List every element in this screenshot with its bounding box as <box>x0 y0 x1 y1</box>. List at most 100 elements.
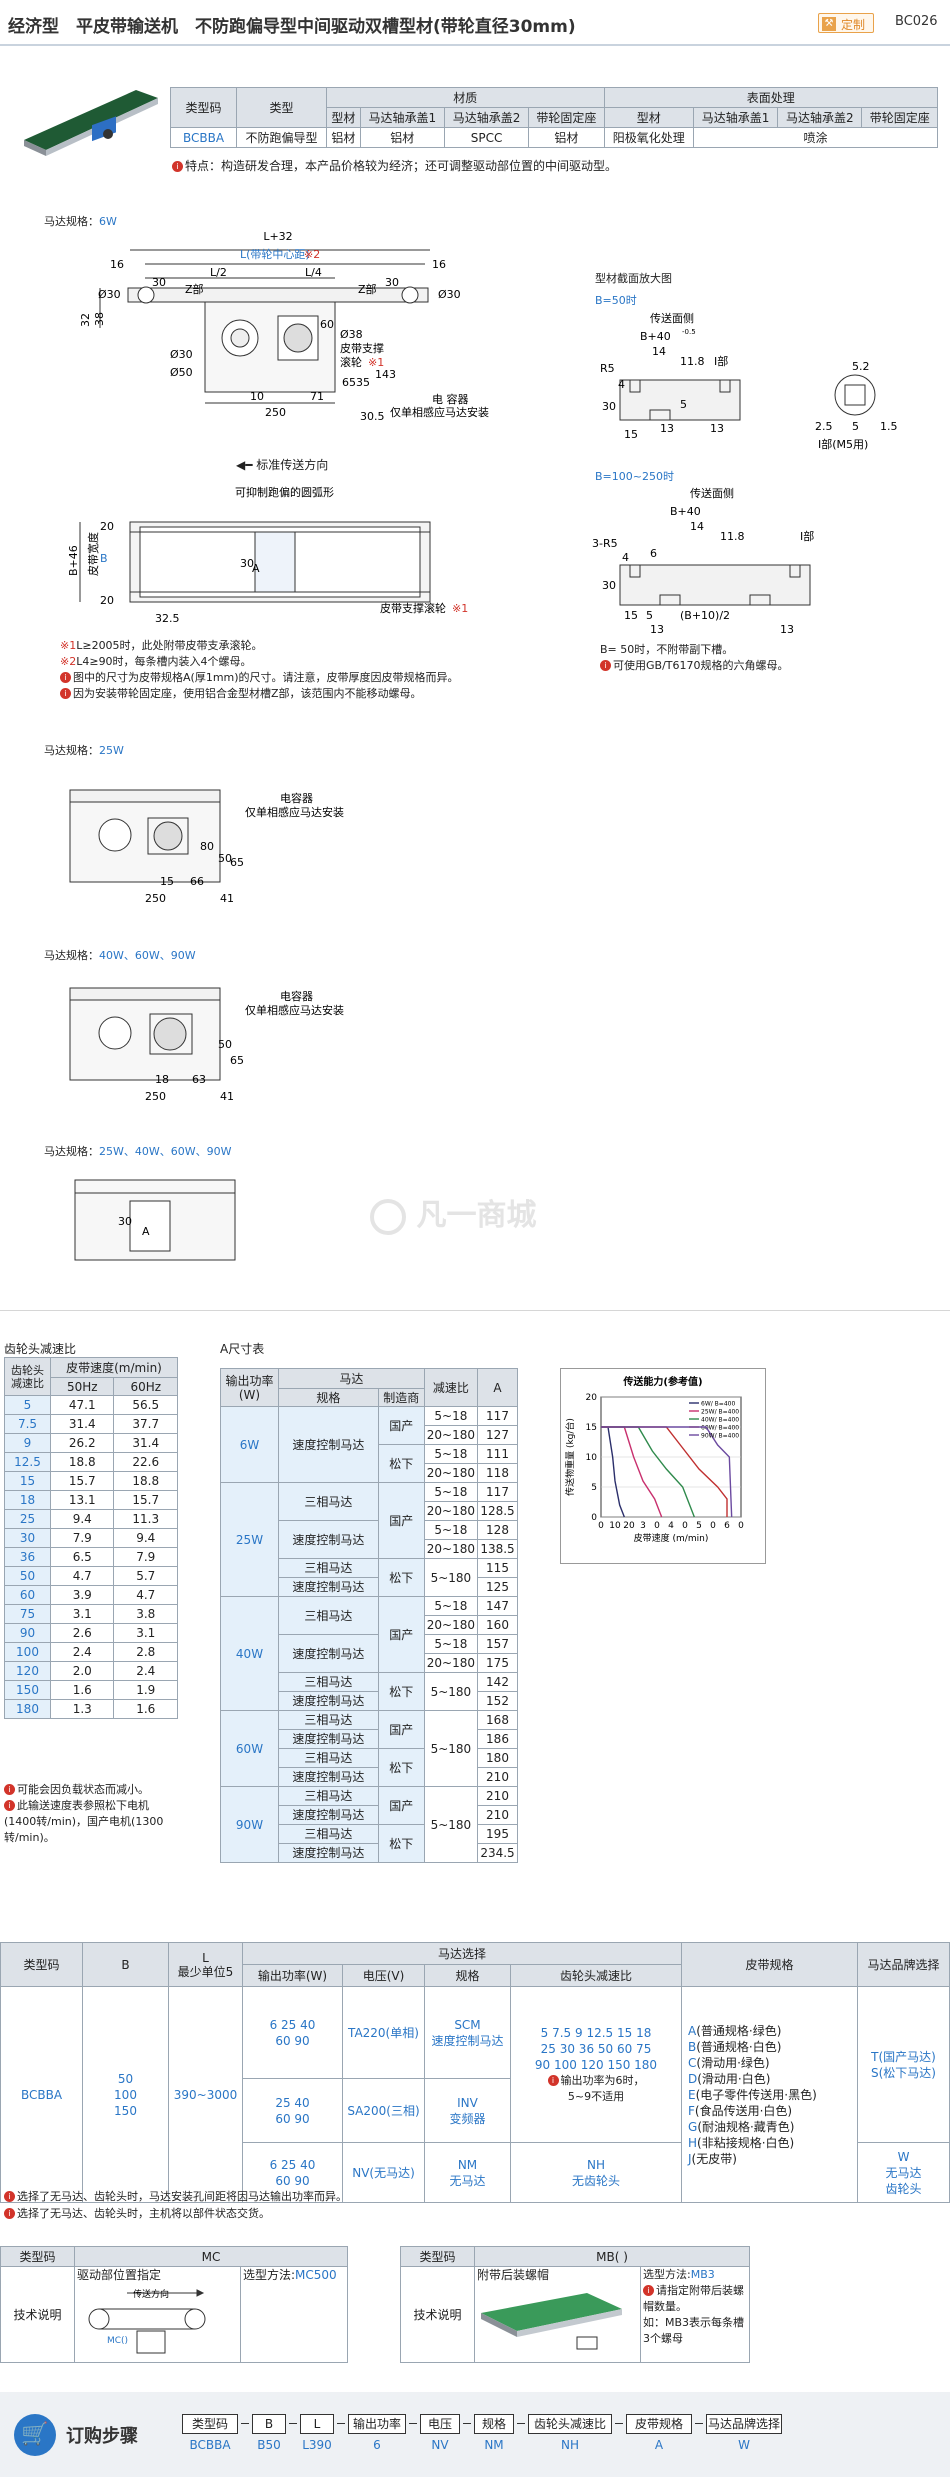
a-value-cell: 117 <box>477 1482 518 1502</box>
a-ratio-cell: 5~18 <box>423 1596 479 1616</box>
dim-l4: L/4 <box>305 266 322 279</box>
mc-direction: 传送方向 <box>133 2288 169 2300</box>
a-maker-cell: 松下 <box>377 1672 425 1711</box>
header-bar: 经济型 平皮带输送机 不防跑偏导型中间驱动双槽型材(带轮直径30mm) ⚒ 定制… <box>0 0 950 46</box>
chart-legend-label: 90W/ B=400 <box>701 1433 739 1440</box>
a-ratio-cell: 5~18 <box>423 1444 479 1464</box>
a-ratio-cell: 20~180 <box>423 1463 479 1483</box>
dim-phi38: Ø38 <box>340 328 363 341</box>
gear-speed-cell: 15.7 <box>113 1490 178 1510</box>
chart-x-tick: 6 <box>724 1521 730 1531</box>
watermark-logo-icon <box>370 1198 406 1235</box>
a-value-cell: 160 <box>477 1615 518 1635</box>
step-separator <box>409 2423 417 2424</box>
drawing-25w: 电容器 仅单相感应马达安装 80 50 65 15 66 250 41 <box>69 789 344 905</box>
a-spec-cell: 三相马达 <box>278 1482 379 1521</box>
chart-x-tick: 4 <box>668 1521 674 1531</box>
chart-series-line <box>601 1426 625 1518</box>
dim-15: 15 <box>624 428 638 441</box>
dim-20a: 20 <box>100 520 114 533</box>
dim-38: 38 <box>93 312 106 326</box>
dim-13d: 13 <box>780 623 794 635</box>
drawing-all: 30 A <box>74 1179 236 1261</box>
mc-label: MC() <box>107 2336 128 2346</box>
motor-spec-label-6w: 马达规格：6W <box>44 215 117 228</box>
drawing-40w: 电容器 仅单相感应马达安装 50 65 18 63 250 41 <box>69 987 344 1103</box>
col-type-code: 类型码 <box>170 87 237 128</box>
gear-col-speed: 皮带速度(m/min) <box>50 1357 178 1378</box>
gear-speed-cell: 3.1 <box>113 1623 178 1643</box>
a-power-cell: 40W <box>220 1596 279 1711</box>
order-gear: 5 7.5 9 12.5 15 18 25 30 36 50 60 75 90 … <box>510 1986 682 2143</box>
motor-spec-label-25w: 马达规格：25W <box>44 744 124 757</box>
a-ratio-cell: 5~18 <box>423 1406 479 1426</box>
a-value-cell: 138.5 <box>477 1539 518 1559</box>
a-ratio-cell: 5~180 <box>423 1710 479 1787</box>
dim-b10: (B+10)/2 <box>680 609 730 622</box>
dim-250-25w: 250 <box>145 892 166 905</box>
belt-option: F(食品传送用·白色) <box>688 2103 793 2118</box>
dim-r5b: 3-R5 <box>592 537 618 550</box>
dim-65-25w: 65 <box>230 856 244 869</box>
dim-30b: 30 <box>385 276 399 289</box>
a-value-cell: 210 <box>477 1786 518 1806</box>
order-col-spec: 规格 <box>424 1964 511 1987</box>
dim-15c: 15 <box>624 609 638 622</box>
a-ratio-cell: 20~180 <box>423 1425 479 1445</box>
product-code: BC026 <box>895 14 938 29</box>
chart-x-tick: 5 <box>696 1521 702 1531</box>
gear-speed-cell: 9.4 <box>49 1509 115 1529</box>
gear-speed-cell: 2.6 <box>49 1623 115 1643</box>
a-value-cell: 118 <box>477 1463 518 1483</box>
dim-50-40w: 50 <box>218 1038 232 1051</box>
capacitor-25w: 电容器 <box>280 791 313 805</box>
section-b50-svg: 传送面侧 B+40 -0.5 14 11.8 I部 R5 4 5.2 30 5 … <box>600 311 898 450</box>
order-col-power: 输出功率(W) <box>242 1964 343 1987</box>
dim-l2: L/2 <box>210 266 227 279</box>
roller-label: 滚轮 <box>340 355 362 369</box>
belt-option: J(无皮带) <box>688 2151 737 2166</box>
dim-41-25w: 41 <box>220 892 234 905</box>
gear-ratio-cell: 50 <box>4 1566 51 1586</box>
belt-option: D(滑动用·白色) <box>688 2071 771 2086</box>
gear-ratio-cell: 18 <box>4 1490 51 1510</box>
dim-4: 4 <box>618 378 625 391</box>
a-spec-cell: 速度控制马达 <box>278 1805 379 1825</box>
order-gear-nh: NH 无齿轮头 <box>510 2142 682 2203</box>
a-maker-cell: 国产 <box>377 1406 425 1445</box>
a-spec-cell: 速度控制马达 <box>278 1634 379 1673</box>
top-view-drawing: 可抑制跑偏的圆弧形 B+46 皮带宽度 B 20 20 30 A 32.5 皮带… <box>67 485 468 625</box>
section-b100-svg: 传送面侧 B+40 14 11.8 I部 3-R5 6 4 30 15 5 (B… <box>592 486 814 635</box>
gear-speed-cell: 1.6 <box>49 1680 115 1700</box>
dim-r5: R5 <box>600 362 615 375</box>
a-ratio-cell: 5~18 <box>423 1482 479 1502</box>
i-part-2: I部 <box>800 529 814 543</box>
gear-ratio-cell: 120 <box>4 1661 51 1681</box>
main-notes: ※1L≥2005时，此处附带皮带支承滚轮。 ※2L4≥90时，每条槽内装入4个螺… <box>60 638 459 702</box>
chart-x-tick: 0 <box>738 1521 744 1531</box>
sub-header: 马达轴承盖1 <box>359 107 445 128</box>
a-value-cell: 210 <box>477 1767 518 1787</box>
order-power: 25 40 60 90 <box>242 2078 343 2143</box>
step-label-box: 电压 <box>420 2414 460 2434</box>
dim-325: 32.5 <box>155 612 180 625</box>
sub-header: 带轮固定座 <box>861 107 938 128</box>
gear-speed-cell: 7.9 <box>49 1528 115 1548</box>
order-spec: SCM 速度控制马达 <box>424 1986 511 2079</box>
mc-desc: 驱动部位置指定 <box>77 2268 162 2282</box>
dim-20b: 20 <box>100 594 114 607</box>
step-label-box: 规格 <box>474 2414 514 2434</box>
order-col-l: L 最少单位5 <box>168 1942 243 1987</box>
dim-32: 32 <box>79 313 92 327</box>
a-spec-cell: 三相马达 <box>278 1672 379 1692</box>
a-value-cell: 210 <box>477 1805 518 1825</box>
